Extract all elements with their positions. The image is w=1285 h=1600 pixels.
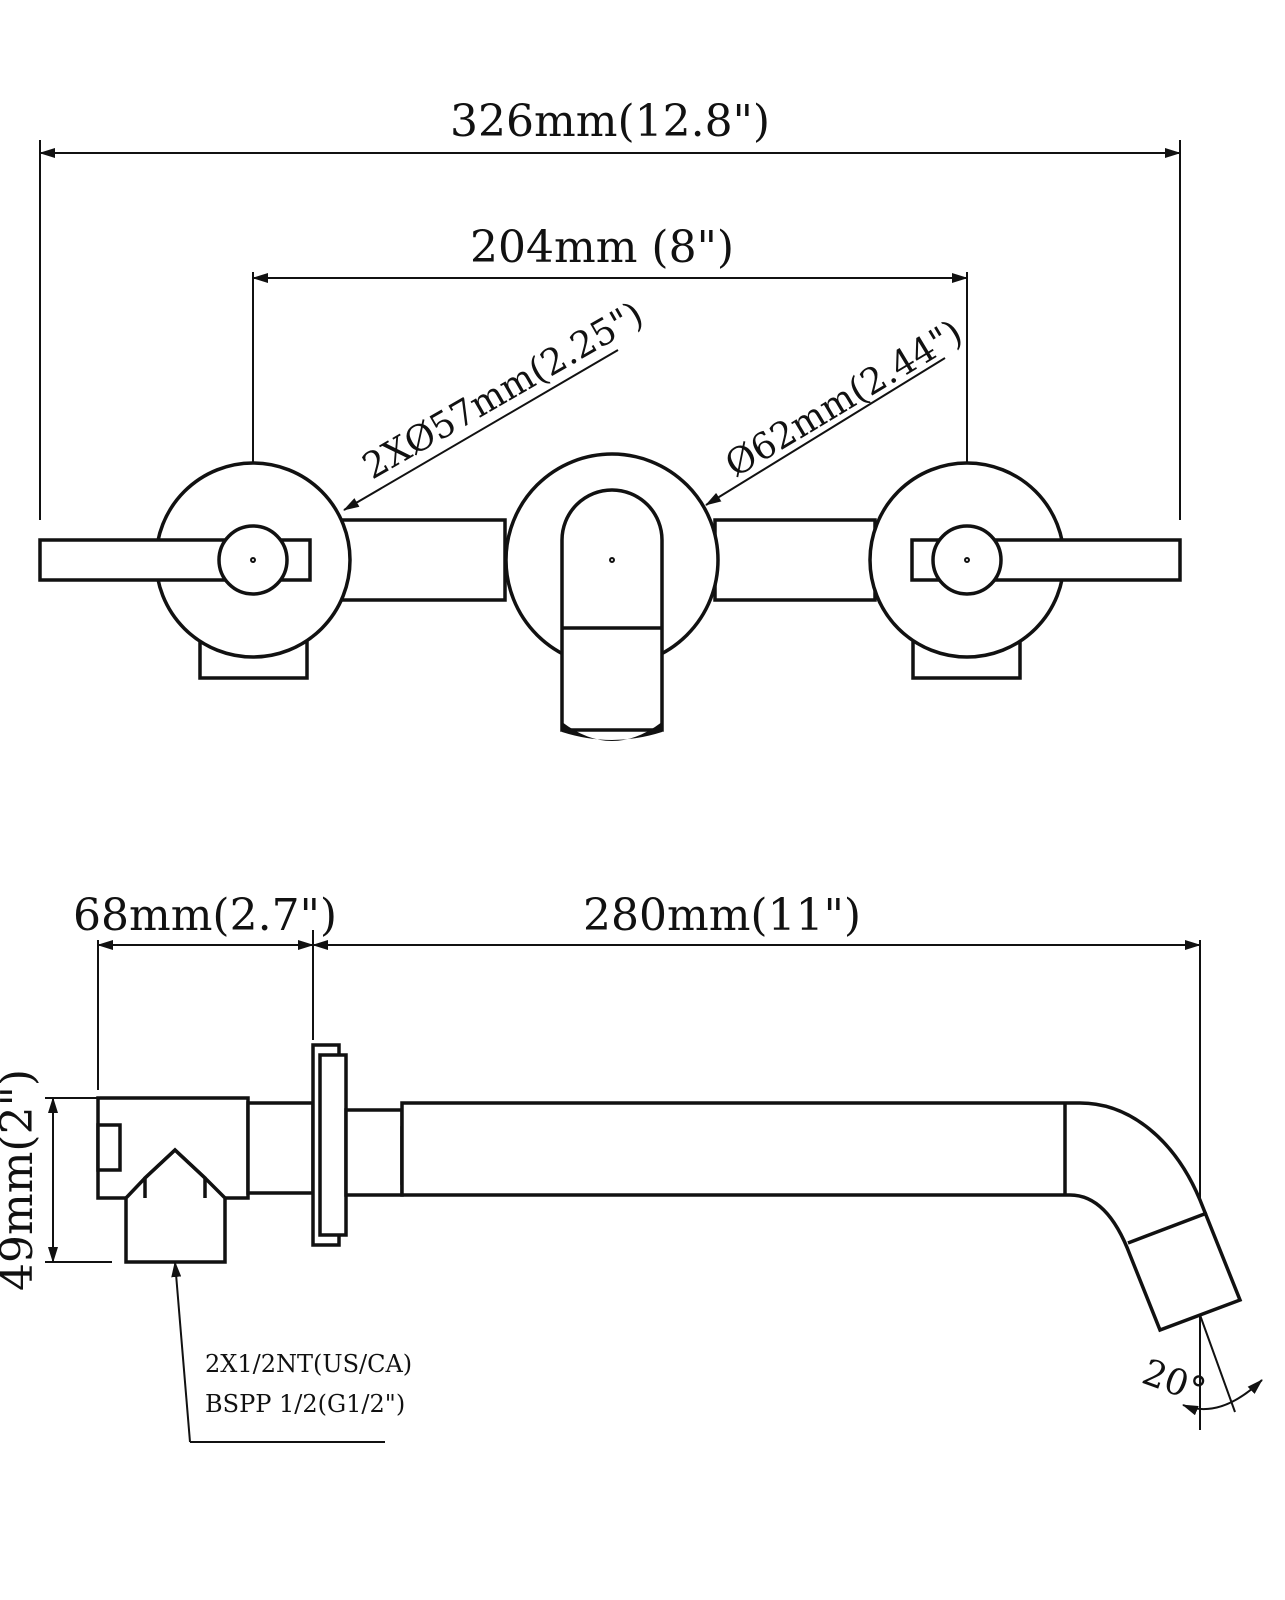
handle-spacing-label: 204mm (8") <box>470 222 734 273</box>
body-height-label: 49mm(2") <box>0 1069 43 1291</box>
handle-spacing-dimension: 204mm (8") <box>252 222 968 555</box>
flange-lip <box>318 1053 348 1237</box>
overall-width-dimension: 326mm(12.8") <box>39 96 1181 520</box>
spout-length-dimension: 280mm(11") <box>312 890 1201 1430</box>
spout-side <box>400 1101 1243 1333</box>
right-handle-lever <box>910 524 1182 596</box>
valve-depth-label: 68mm(2.7") <box>73 890 337 941</box>
spout-length-label: 280mm(11") <box>583 890 861 941</box>
spout-plate-diameter-label: Ø62mm(2.44") <box>719 312 970 485</box>
body-height-dimension: 49mm(2") <box>0 1069 112 1291</box>
left-valve-bar <box>338 518 507 602</box>
side-view: 68mm(2.7") 280mm(11") 49mm(2") <box>0 890 1263 1443</box>
aerator <box>562 722 662 741</box>
valve-depth-dimension: 68mm(2.7") <box>73 890 337 1090</box>
thread-spec-line2: BSPP 1/2(G1/2") <box>205 1390 405 1418</box>
front-view: 326mm(12.8") 204mm (8") <box>38 96 1182 741</box>
coupling-1 <box>344 1108 404 1197</box>
thread-spec-leader: 2X1/2NT(US/CA) BSPP 1/2(G1/2") <box>171 1261 412 1443</box>
overall-width-label: 326mm(12.8") <box>450 96 770 147</box>
spout-front <box>560 488 664 741</box>
valve-body <box>96 1096 315 1264</box>
right-valve-bar <box>713 518 877 602</box>
thread-spec-line1: 2X1/2NT(US/CA) <box>205 1350 412 1378</box>
left-handle-lever <box>38 524 312 596</box>
